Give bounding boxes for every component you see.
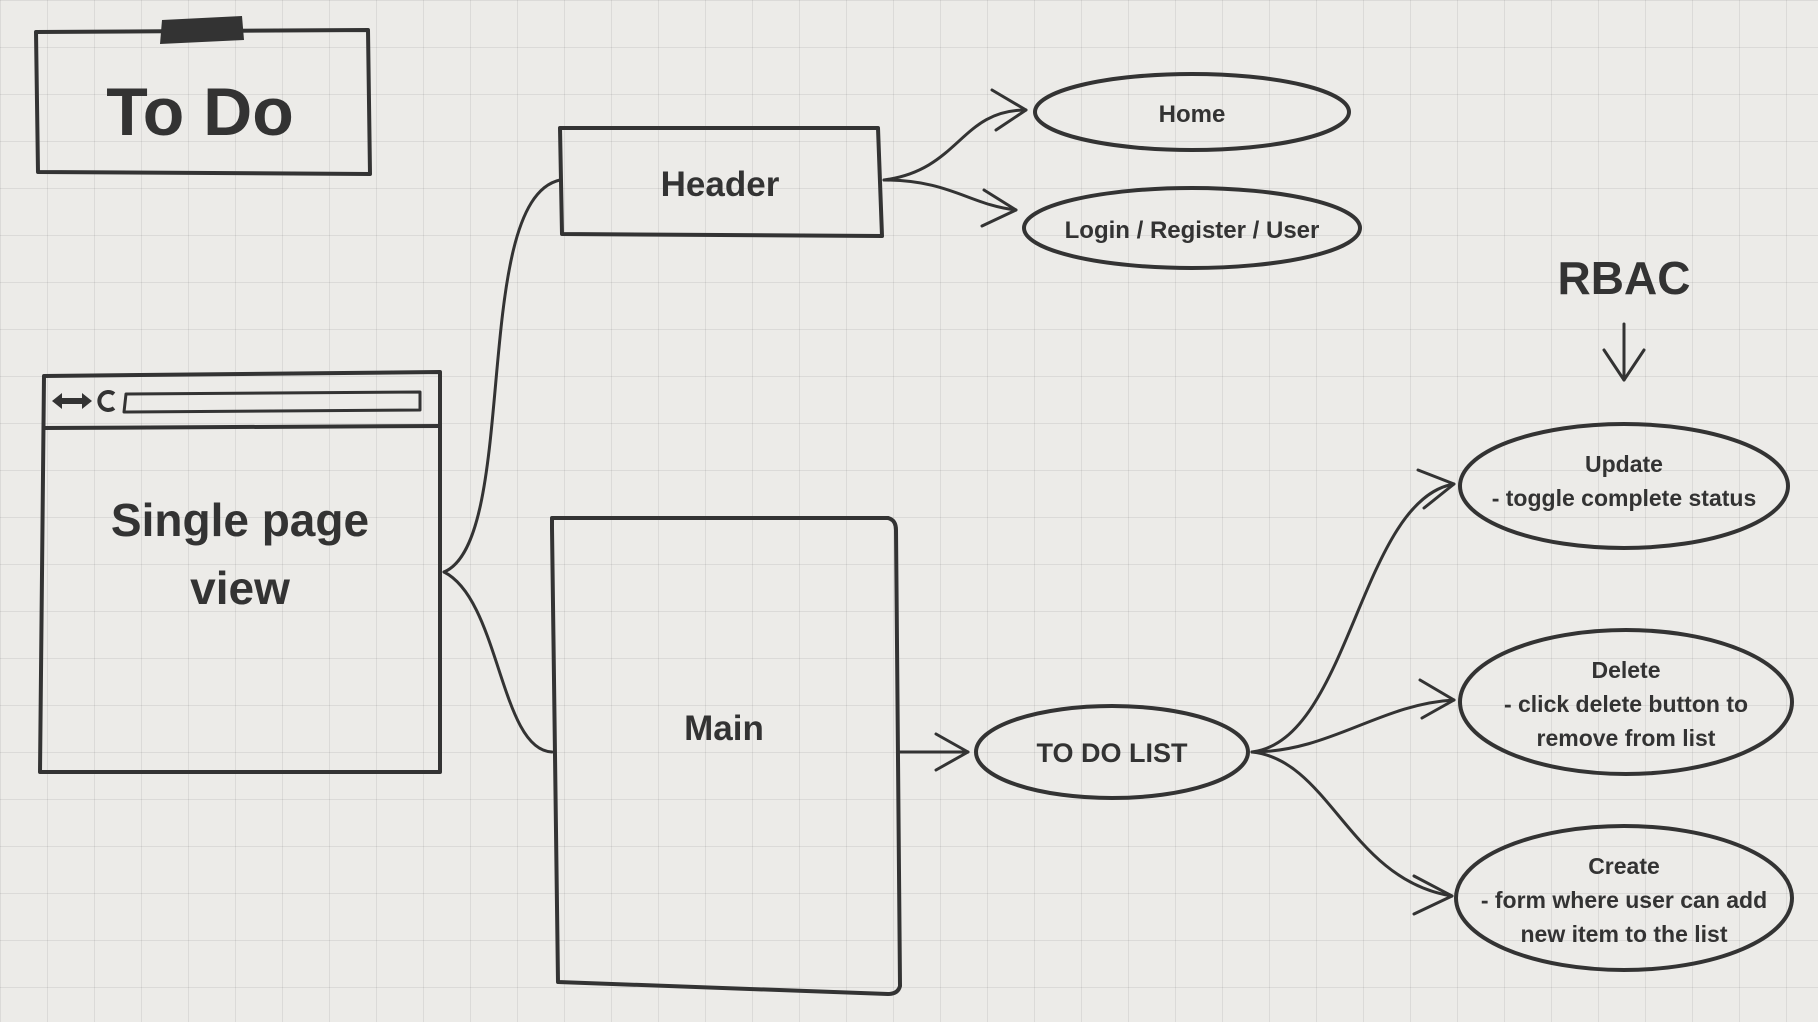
connector-spa-header [442,178,562,574]
create-line1: Create [1588,853,1660,879]
rbac-label: RBAC [1558,252,1691,304]
delete-line3: remove from list [1537,725,1716,751]
single-page-view-line2: view [190,562,290,614]
arrow-todo-update [1250,482,1456,754]
tape-icon [160,16,244,44]
create-line3: new item to the list [1520,921,1727,947]
arrow-todo-create [1250,750,1454,898]
todo-list-node[interactable]: TO DO LIST [974,704,1250,800]
create-node[interactable]: Create - form where user can add new ite… [1454,824,1794,972]
arrow-header-home [882,108,1028,182]
login-node[interactable]: Login / Register / User [1022,186,1362,270]
arrowhead-create-icon [1412,874,1454,916]
connector-spa-main [442,570,554,754]
arrowhead-todo-icon [934,732,970,772]
update-line1: Update [1585,451,1663,477]
title-card-label: To Do [106,74,294,150]
arrowhead-home-icon [990,88,1028,132]
arrow-todo-delete [1250,698,1456,754]
delete-line2: - click delete button to [1504,691,1748,717]
header-label: Header [661,165,780,204]
delete-line1: Delete [1591,657,1660,683]
main-label: Main [684,709,764,748]
rbac-arrowhead-icon [1602,348,1646,382]
header-node[interactable]: Header [558,126,884,238]
home-label: Home [1159,101,1226,128]
delete-node[interactable]: Delete - click delete button to remove f… [1458,628,1794,776]
title-card[interactable]: To Do [34,16,372,176]
create-line2: - form where user can add [1481,887,1767,913]
todo-list-label: TO DO LIST [1036,738,1188,768]
arrow-header-login [882,178,1018,212]
update-line2: - toggle complete status [1492,485,1757,511]
home-node[interactable]: Home [1033,72,1351,152]
update-node[interactable]: Update - toggle complete status [1458,422,1790,550]
arrowhead-delete-icon [1418,678,1456,720]
single-page-view-node[interactable]: Single page view [38,370,442,774]
browser-nav-icon [52,390,116,412]
arrowhead-update-icon [1416,468,1456,510]
login-label: Login / Register / User [1065,217,1320,244]
single-page-view-line1: Single page [111,494,369,546]
main-node[interactable]: Main [550,516,902,996]
arrowhead-login-icon [980,188,1018,228]
